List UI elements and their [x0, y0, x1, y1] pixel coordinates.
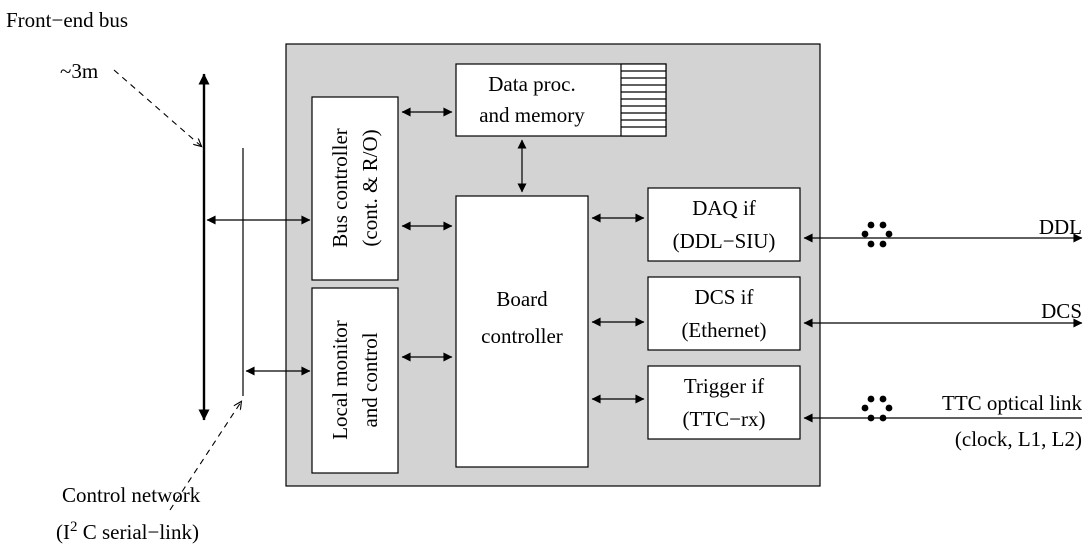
board-controller-line1: Board	[496, 287, 548, 311]
daq-if-label: DAQ if (DDL−SIU)	[673, 196, 776, 253]
bus-controller-label: Bus controller(cont. & R/O)	[328, 128, 382, 248]
data-proc-line1: Data proc.	[488, 72, 575, 96]
control-network-label: Control network	[62, 483, 201, 507]
board-controller-line2: controller	[481, 324, 563, 348]
bus-controller-line2: (cont. & R/O)	[358, 129, 382, 246]
data-proc-line2: and memory	[479, 103, 585, 127]
ttc-detail-label: (clock, L1, L2)	[955, 427, 1082, 451]
ddl-fiber-icon	[861, 221, 893, 248]
daq-if-line1: DAQ if	[692, 196, 756, 220]
bus-length-label: ~3m	[60, 59, 98, 83]
local-monitor-line2: and control	[358, 332, 382, 427]
i2c-prefix: (I	[56, 520, 70, 544]
ttc-fiber-icon	[861, 395, 893, 422]
ddl-label: DDL	[1039, 215, 1082, 239]
board-controller-label: Board controller	[481, 287, 563, 348]
data-proc-label: Data proc. and memory	[479, 72, 585, 127]
dcs-if-line2: (Ethernet)	[681, 318, 766, 342]
trigger-if-block	[647, 365, 801, 440]
memory-stack-icon	[620, 63, 667, 137]
trigger-if-label: Trigger if (TTC−rx)	[683, 374, 766, 431]
bus-controller-block	[311, 96, 399, 281]
bus-length-pointer	[113, 69, 201, 146]
i2c-suffix: C serial−link)	[78, 520, 200, 544]
ttc-label: TTC optical link	[942, 391, 1082, 415]
trigger-if-line2: (TTC−rx)	[683, 407, 766, 431]
dcs-label: DCS	[1041, 299, 1082, 323]
i2c-label: (I2 C serial−link)	[56, 519, 199, 544]
daq-if-block	[647, 187, 801, 262]
bus-controller-line1: Bus controller	[328, 128, 352, 248]
front-end-bus-label: Front−end bus	[6, 8, 128, 32]
board-controller-block	[455, 195, 589, 468]
trigger-if-line1: Trigger if	[684, 374, 764, 398]
i2c-superscript: 2	[70, 519, 78, 535]
local-monitor-line1: Local monitor	[328, 320, 352, 440]
daq-if-line2: (DDL−SIU)	[673, 229, 776, 253]
dcs-if-block	[647, 276, 801, 351]
dcs-if-line1: DCS if	[695, 285, 754, 309]
dcs-if-label: DCS if (Ethernet)	[681, 285, 766, 342]
local-monitor-block	[311, 287, 399, 474]
